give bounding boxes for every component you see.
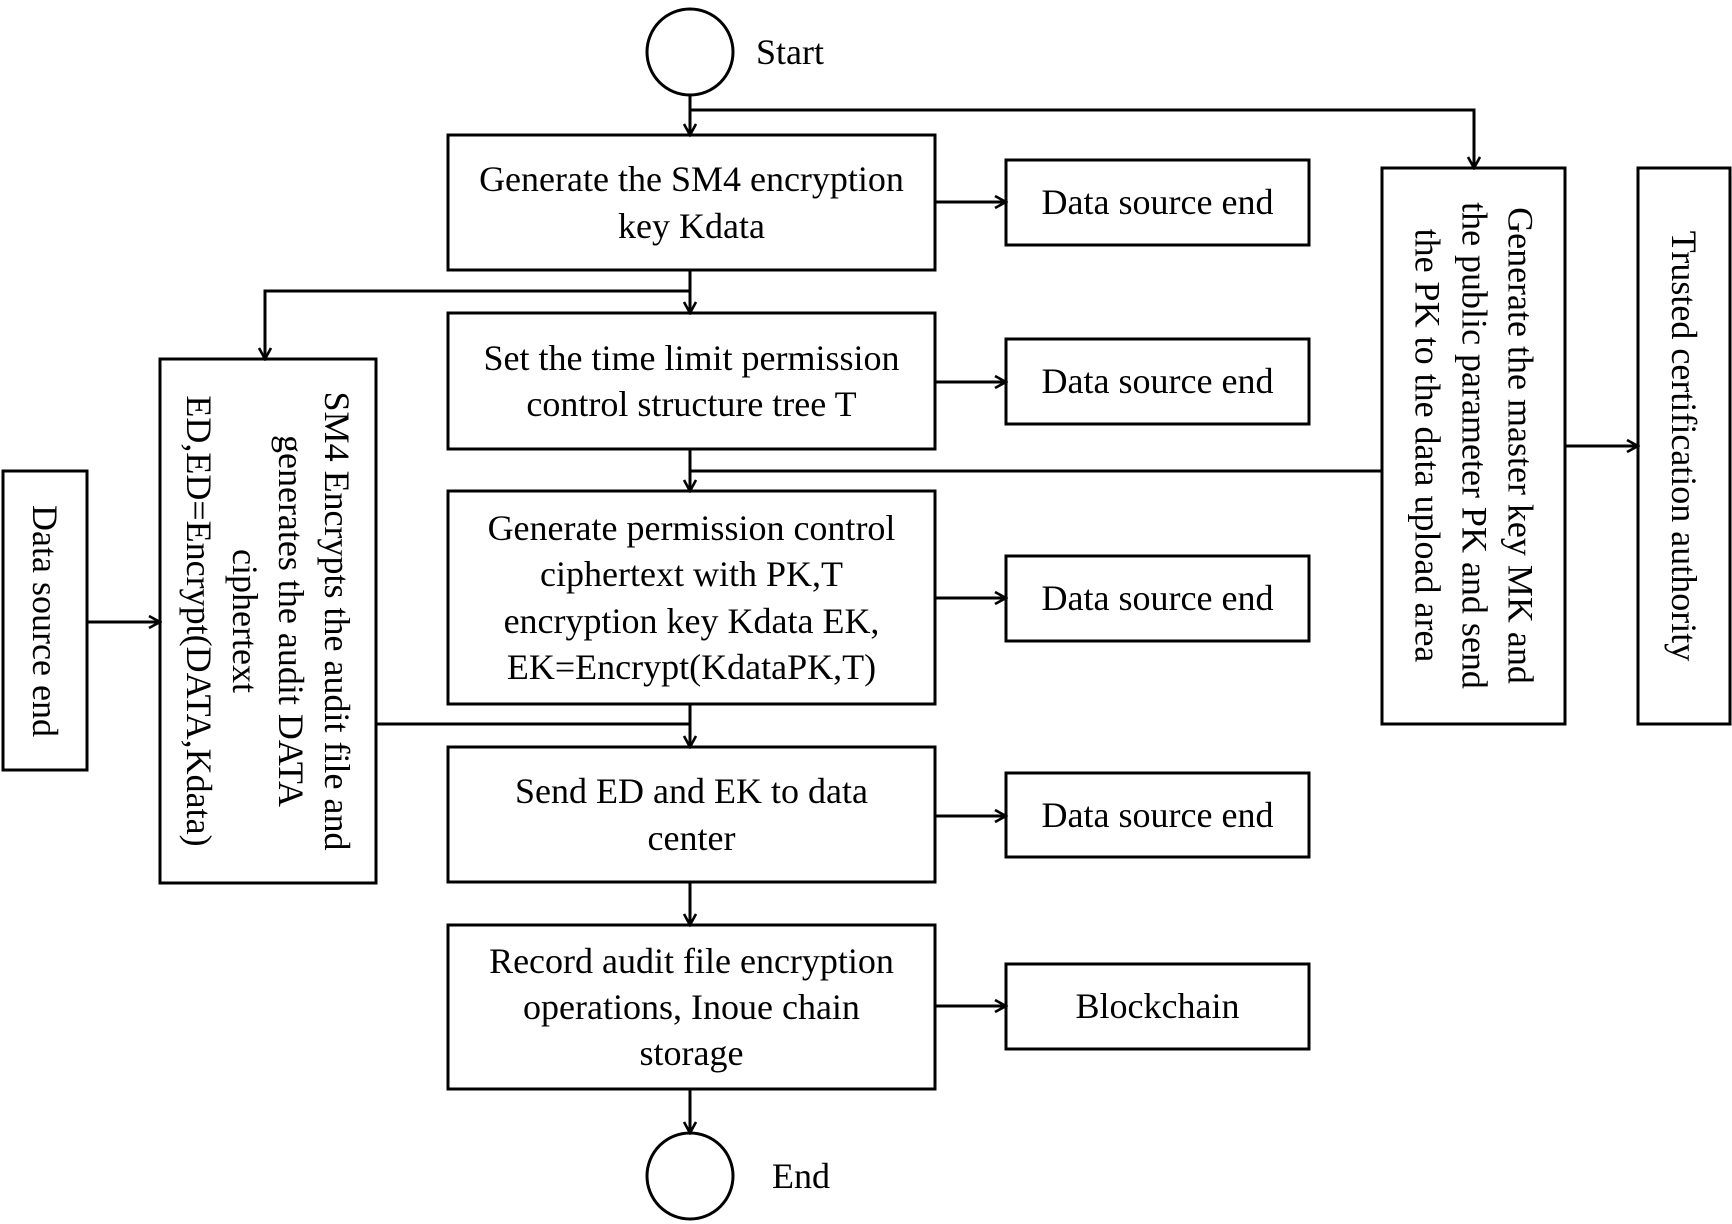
start-terminal (645, 7, 735, 97)
actor-4-label: Data source end (1041, 794, 1274, 835)
step-5-label: Record audit file encryption operations,… (489, 940, 894, 1074)
actor-1-label: Data source end (1041, 182, 1274, 223)
actor-2-label: Data source end (1041, 361, 1274, 402)
left-source-label: Data source end (25, 505, 66, 737)
step-3-label: Generate permission control ciphertext w… (487, 508, 896, 687)
step-4-label: Send ED and EK to data center (515, 771, 868, 858)
actor-3-label: Data source end (1041, 578, 1274, 619)
end-terminal (645, 1131, 735, 1221)
end-label: End (772, 1155, 830, 1196)
step-2-label: Set the time limit permission control st… (483, 337, 900, 424)
right-authority-label: Trusted certification authority (1664, 230, 1705, 662)
right-keygen-label: Generate the master key MK and the publi… (1407, 202, 1541, 689)
arrow-start-keygen (690, 108, 1474, 168)
arrow-flow-to-encrypt (265, 289, 690, 359)
step-1-label: Generate the SM4 encryption key Kdata (479, 159, 904, 246)
start-label: Start (756, 31, 824, 72)
left-encrypt-label: SM4 Encrypts the audit file and generate… (178, 391, 358, 851)
actor-5-label: Blockchain (1075, 986, 1240, 1027)
